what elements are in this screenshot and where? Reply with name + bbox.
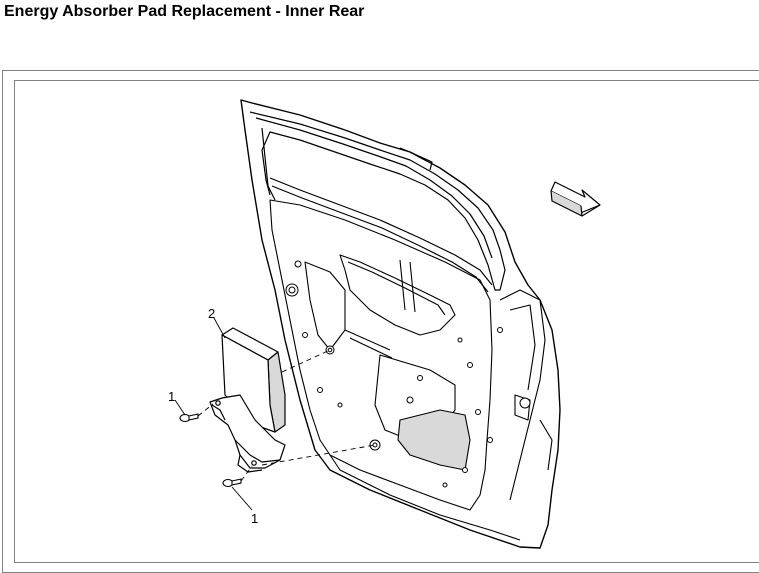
door-outer-shell [240,99,561,549]
callout-label-retainer-upper: 1 [168,389,175,404]
callout-label-pad: 2 [208,306,215,321]
direction-arrow-icon [550,181,601,217]
retainer-bracket [209,394,286,473]
callout-leaders [174,317,253,511]
callout-label-retainer-lower: 1 [251,511,258,526]
figure-inner-frame [14,80,759,563]
inner-door-panel [269,199,553,541]
page-title: Energy Absorber Pad Replacement - Inner … [4,3,365,20]
push-pin-fastener-icon [179,413,242,488]
energy-absorber-pad [221,327,286,433]
mounting-holes [285,260,531,488]
alignment-guide-lines [197,349,376,482]
window-frame [249,111,506,293]
